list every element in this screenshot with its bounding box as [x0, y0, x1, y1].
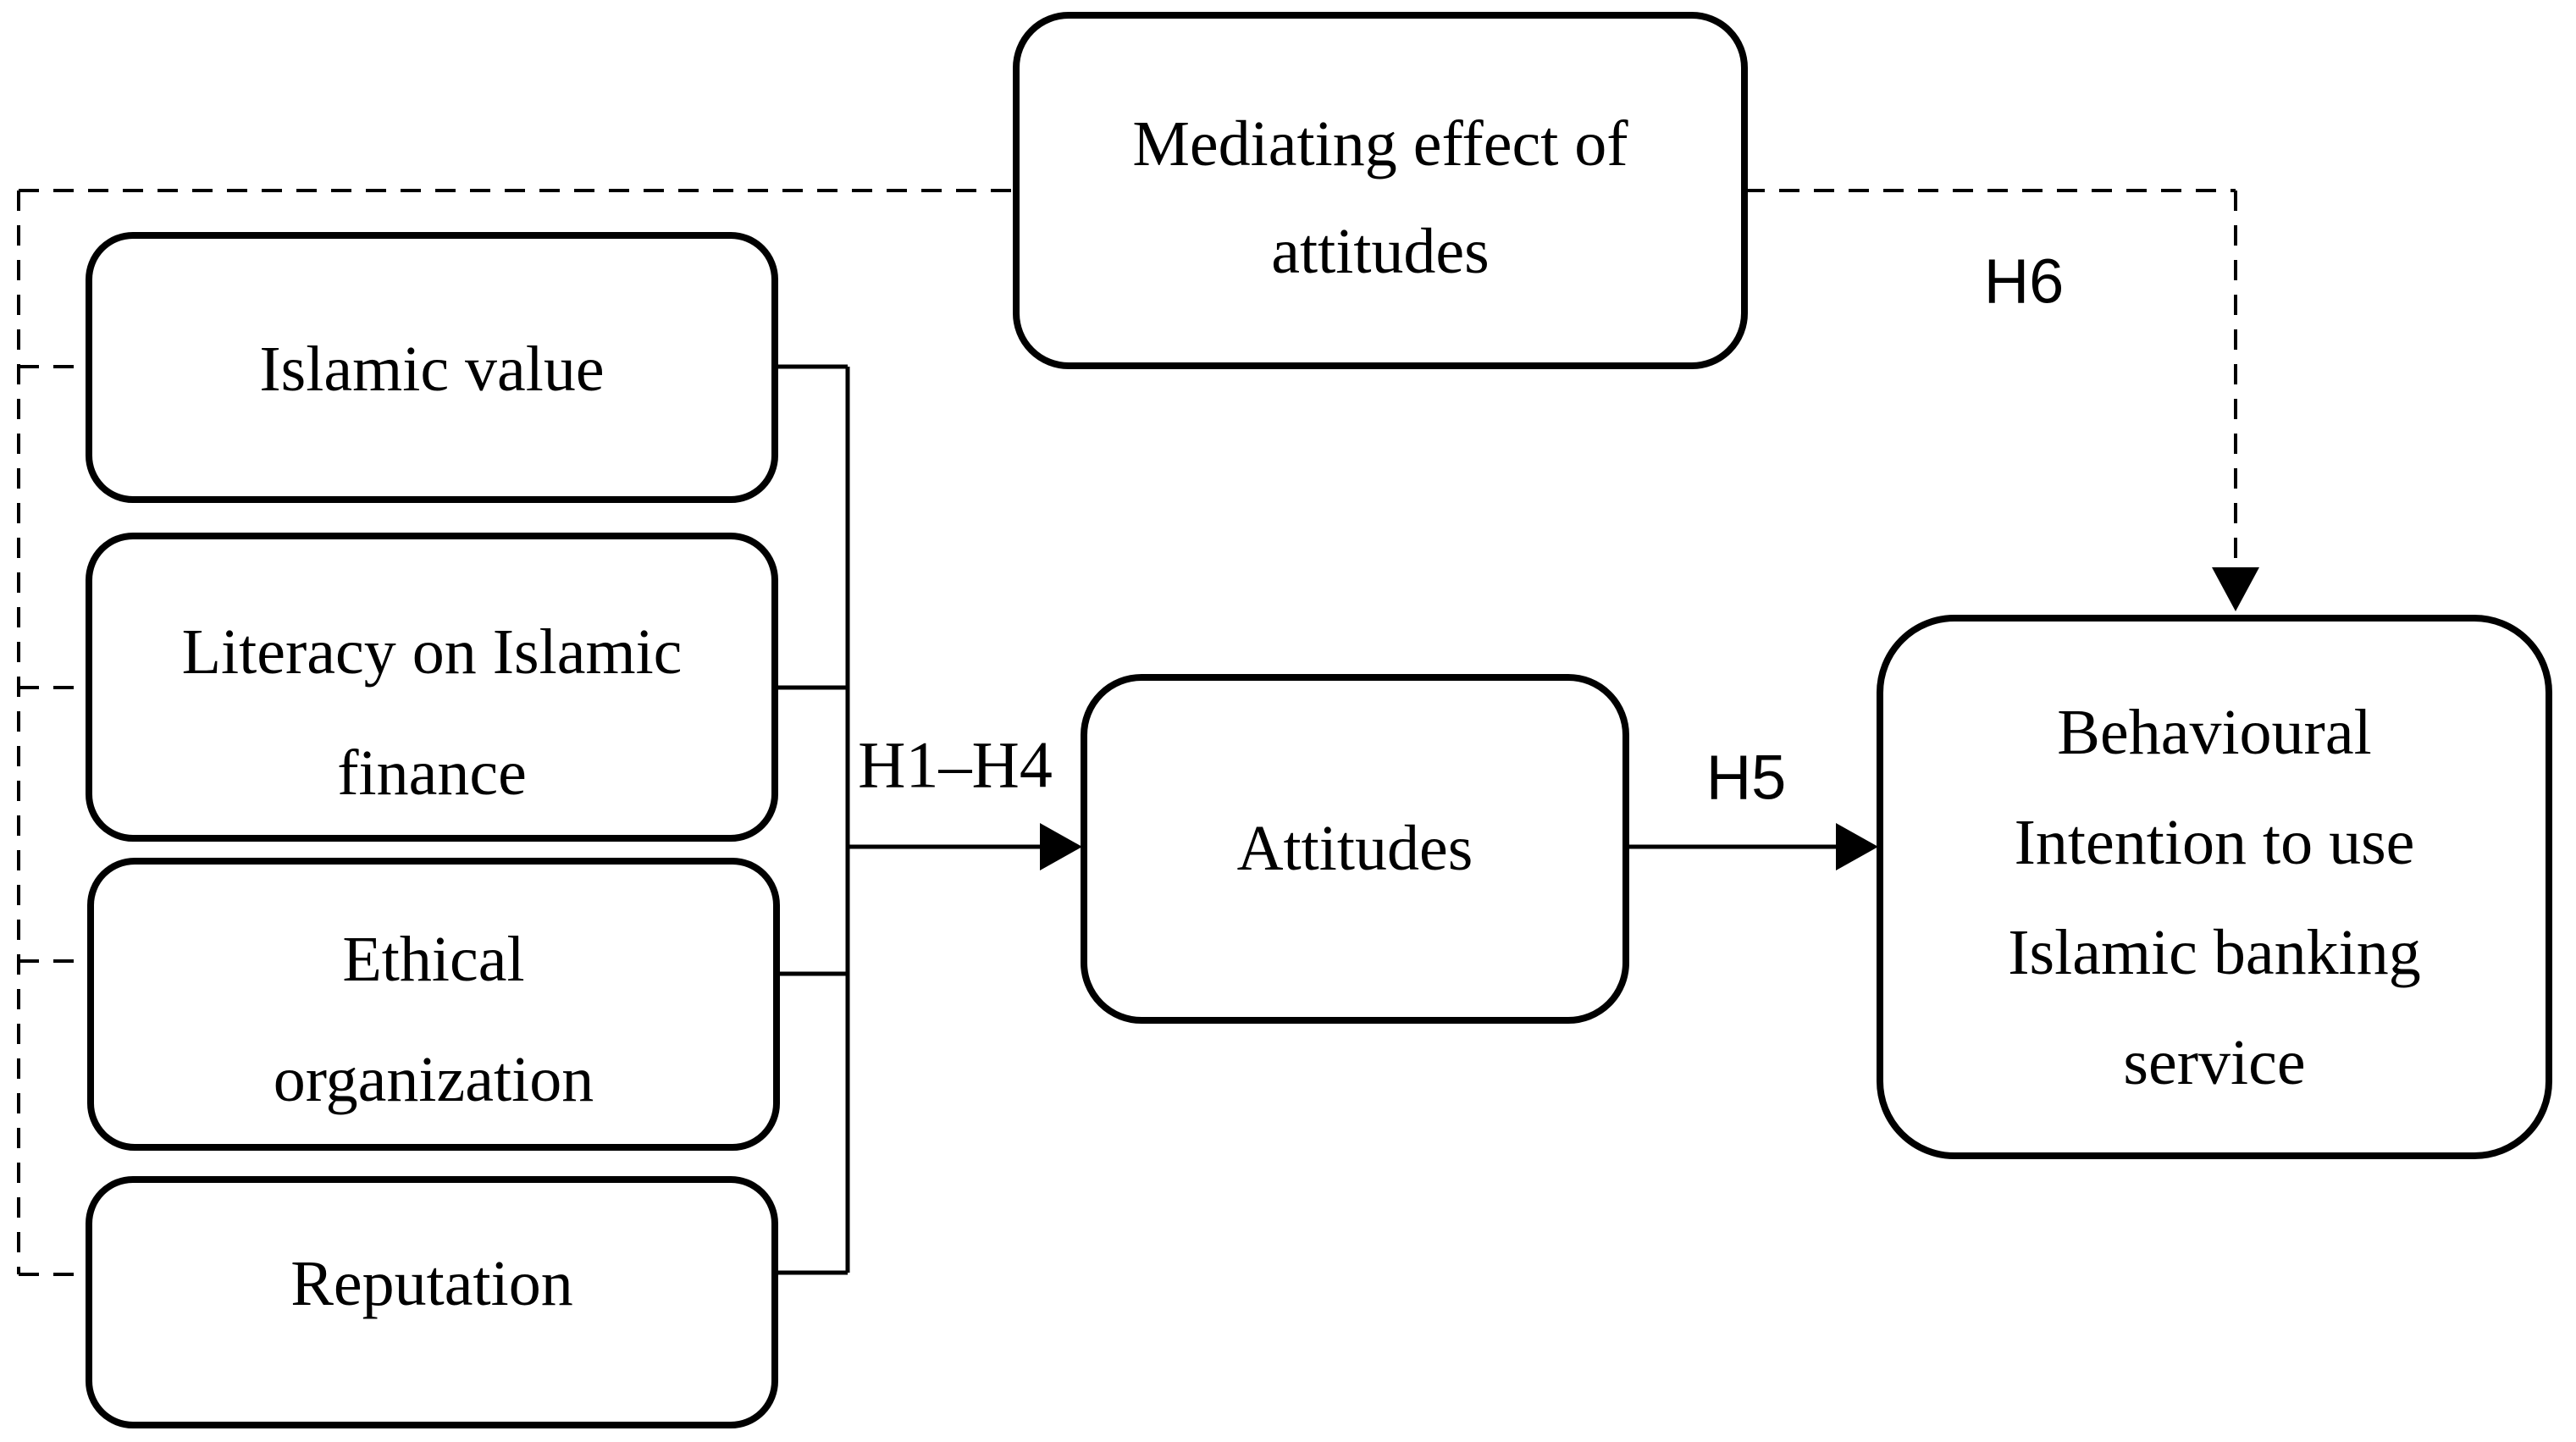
reputation-box [86, 1176, 778, 1428]
behavioural-intention-box [1877, 615, 2552, 1159]
behavioural-intention-label-line2: Intention to use [2015, 807, 2415, 878]
h5-label: H5 [1706, 743, 1787, 813]
behavioural-intention-label-line1: Behavioural [2057, 697, 2371, 768]
islamic-value-box [86, 232, 778, 503]
reputation-label: Reputation [290, 1248, 573, 1319]
h1-h4-label: H1–H4 [858, 728, 1053, 802]
islamic-value-label: Islamic value [259, 334, 604, 405]
behavioural-intention-label-line4: service [2123, 1027, 2305, 1098]
mediating-effect-box [1013, 12, 1748, 369]
ethical-organization-label-line2: organization [274, 1044, 594, 1115]
ethical-organization-label-line1: Ethical [342, 924, 524, 995]
mediating-effect-label-line2: attitudes [1271, 216, 1490, 287]
h1-h4-arrowhead-icon [1040, 823, 1082, 870]
ethical-organization-box [87, 858, 780, 1151]
literacy-box [86, 533, 778, 842]
mediating-effect-label-line1: Mediating effect of [1132, 108, 1628, 180]
attitudes-box [1081, 674, 1629, 1024]
literacy-label-line2: finance [337, 738, 527, 809]
behavioural-intention-label-line3: Islamic banking [2008, 917, 2421, 988]
h5-arrowhead-icon [1836, 823, 1878, 870]
h6-label: H6 [1984, 246, 2065, 317]
h6-arrowhead-icon [2212, 567, 2259, 611]
attitudes-label: Attitudes [1237, 813, 1473, 884]
literacy-label-line1: Literacy on Islamic [182, 616, 683, 688]
